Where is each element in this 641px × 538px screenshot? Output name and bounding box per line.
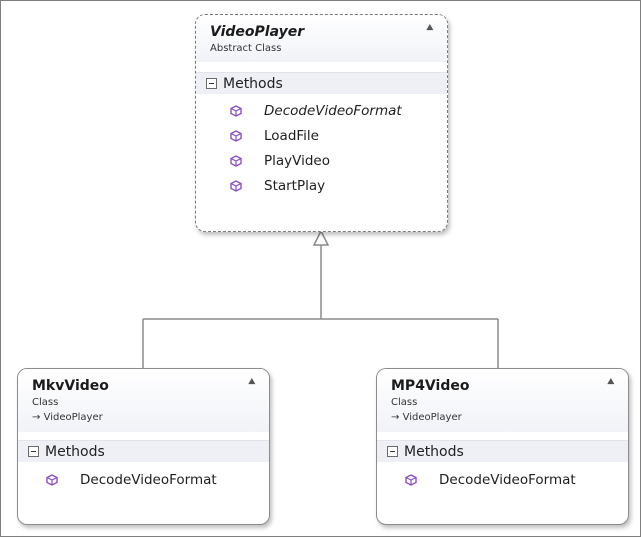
method-label: DecodeVideoFormat	[264, 102, 402, 119]
class-header: MP4Video Class → VideoPlayer ⯅	[377, 369, 628, 432]
inherit-arrow-icon: →	[32, 412, 41, 423]
class-stereotype: Abstract Class	[210, 43, 282, 54]
method-item[interactable]: DecodeVideoFormat	[18, 466, 269, 494]
method-cube-icon	[230, 179, 242, 192]
class-header: VideoPlayer Abstract Class ⯅	[196, 15, 447, 62]
method-label: DecodeVideoFormat	[80, 472, 217, 488]
methods-list: DecodeVideoFormat	[18, 462, 269, 500]
double-chevron-up-icon[interactable]: ⯅	[246, 375, 257, 390]
method-label: DecodeVideoFormat	[439, 472, 576, 488]
method-cube-icon	[230, 129, 242, 142]
minus-box-icon[interactable]	[28, 446, 39, 457]
methods-list: DecodeVideoFormat LoadFile PlayVideo	[196, 94, 447, 204]
double-chevron-up-icon[interactable]: ⯅	[605, 375, 616, 390]
method-label: PlayVideo	[264, 152, 330, 169]
section-label: Methods	[404, 443, 464, 460]
class-name: MkvVideo	[32, 378, 109, 394]
method-label: LoadFile	[264, 127, 319, 144]
class-box-videoplayer[interactable]: VideoPlayer Abstract Class ⯅ Methods Dec…	[195, 14, 448, 232]
minus-box-icon[interactable]	[206, 78, 217, 89]
double-chevron-up-icon[interactable]: ⯅	[424, 21, 435, 36]
methods-section-header[interactable]: Methods	[377, 440, 628, 462]
methods-list: DecodeVideoFormat	[377, 462, 628, 500]
methods-section-header[interactable]: Methods	[196, 72, 447, 94]
method-cube-icon	[230, 154, 242, 167]
base-class-name: VideoPlayer	[43, 412, 103, 423]
inherits-line: → VideoPlayer	[391, 410, 614, 426]
method-label: StartPlay	[264, 177, 326, 194]
base-class-name: VideoPlayer	[402, 412, 462, 423]
method-cube-icon	[405, 474, 417, 486]
method-item[interactable]: DecodeVideoFormat	[196, 98, 447, 123]
class-name: MP4Video	[391, 378, 470, 394]
section-label: Methods	[223, 75, 283, 92]
method-item[interactable]: StartPlay	[196, 173, 447, 198]
method-item[interactable]: LoadFile	[196, 123, 447, 148]
inherits-line: → VideoPlayer	[32, 410, 255, 426]
method-item[interactable]: DecodeVideoFormat	[377, 466, 628, 494]
section-label: Methods	[45, 443, 105, 460]
method-cube-icon	[46, 474, 58, 486]
minus-box-icon[interactable]	[387, 446, 398, 457]
class-stereotype: Class	[391, 397, 418, 408]
method-item[interactable]: PlayVideo	[196, 148, 447, 173]
class-box-mkvvideo[interactable]: MkvVideo Class → VideoPlayer ⯅ Methods D…	[17, 368, 270, 525]
method-cube-icon	[230, 104, 242, 117]
methods-section-header[interactable]: Methods	[18, 440, 269, 462]
inherit-arrow-icon: →	[391, 412, 400, 423]
class-name: VideoPlayer	[210, 24, 305, 40]
inheritance-arrow-head	[312, 229, 330, 246]
class-box-mp4video[interactable]: MP4Video Class → VideoPlayer ⯅ Methods D…	[376, 368, 629, 525]
class-header: MkvVideo Class → VideoPlayer ⯅	[18, 369, 269, 432]
class-stereotype: Class	[32, 397, 59, 408]
